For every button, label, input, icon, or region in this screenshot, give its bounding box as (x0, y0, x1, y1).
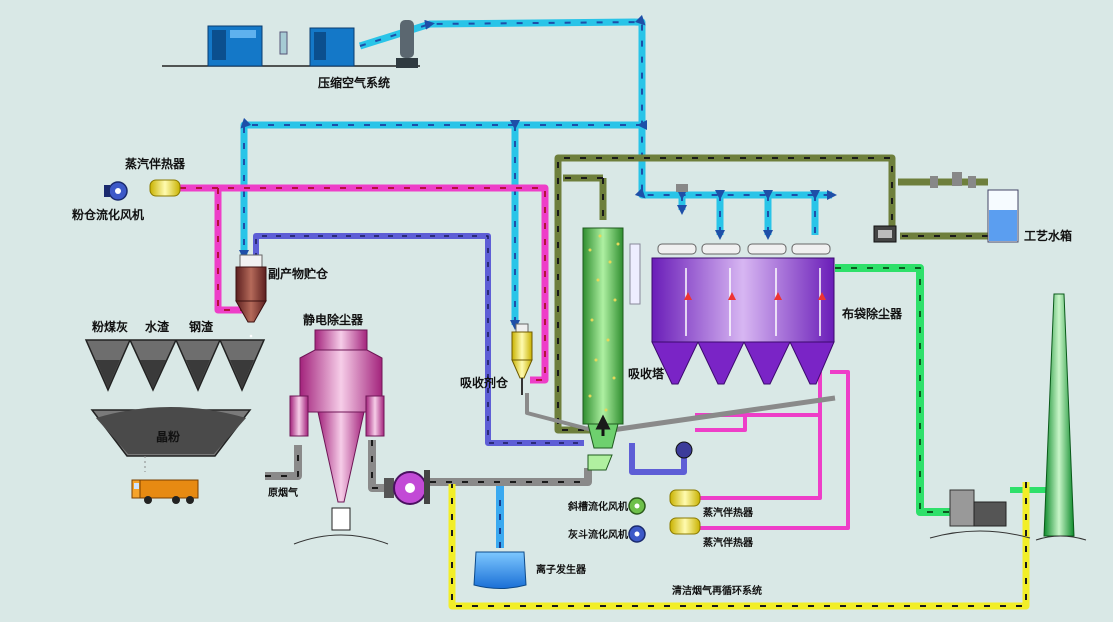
truck-icon (131, 479, 199, 504)
chute-fluidizing-fan-label: 斜槽流化风机 (567, 500, 628, 513)
slag-hoppers (84, 339, 266, 472)
raw-flue-gas-label: 原烟气 (268, 486, 298, 499)
electrostatic-precipitator (289, 329, 389, 545)
crystal-powder-label: 晶粉 (156, 429, 180, 444)
steam-heater-low-label: 蒸汽伴热器 (703, 536, 754, 549)
recirculation-pipe (448, 482, 1030, 610)
absorption-tower (582, 227, 641, 471)
air-compressor-icon (207, 25, 263, 67)
process-water-tank-label: 工艺水箱 (1024, 228, 1072, 243)
byproduct-silo-label: 副产物贮仓 (268, 266, 329, 281)
process-water-tank (987, 189, 1019, 243)
steam-heater-icon (669, 489, 701, 535)
compressed-air-system-label: 压缩空气系统 (318, 75, 390, 90)
water-slag-label: 水渣 (145, 319, 170, 334)
fan-icon (628, 497, 646, 515)
fan-icon (628, 525, 646, 543)
silo-fluidizing-fan-label: 粉仓流化风机 (72, 207, 144, 222)
ion-generator (473, 551, 527, 589)
fan-icon (104, 181, 128, 201)
compressed-air-system (162, 20, 420, 68)
absorption-tower-label: 吸收塔 (628, 366, 665, 381)
pump-icon (873, 225, 897, 243)
steam-pipes (180, 184, 850, 530)
fan-icon (929, 489, 1031, 539)
process-water-pipes (554, 154, 988, 434)
clean-flue-gas-recirculation-label: 清洁烟气再循环系统 (672, 584, 762, 597)
absorbent-silo (511, 323, 533, 395)
absorbent-silo-label: 吸收剂仓 (460, 375, 509, 390)
byproduct-return-pipe (253, 233, 687, 475)
electrostatic-precipitator-label: 静电除尘器 (303, 312, 364, 327)
byproduct-silo (235, 254, 267, 362)
bag-filter (651, 243, 835, 459)
steam-heater-icon (149, 179, 181, 197)
compressed-air-pipes (244, 22, 832, 325)
hopper-fluidizing-fan-label: 灰斗流化风机 (568, 528, 628, 541)
air-compressor-icon (309, 27, 355, 67)
steam-heater-mid-label: 蒸汽伴热器 (703, 506, 754, 519)
steel-slag-label: 钢渣 (189, 319, 214, 334)
clean-gas-pipe (835, 264, 1046, 516)
ion-generator-label: 离子发生器 (536, 563, 587, 576)
chimney-icon (1035, 293, 1087, 541)
fan-icon (384, 470, 430, 505)
air-receiver-icon (396, 20, 418, 68)
valve-icon (676, 172, 976, 192)
steam-heater-top-label: 蒸汽伴热器 (125, 156, 186, 171)
bag-filter-label: 布袋除尘器 (842, 306, 903, 321)
fly-ash-label: 粉煤灰 (92, 319, 128, 334)
